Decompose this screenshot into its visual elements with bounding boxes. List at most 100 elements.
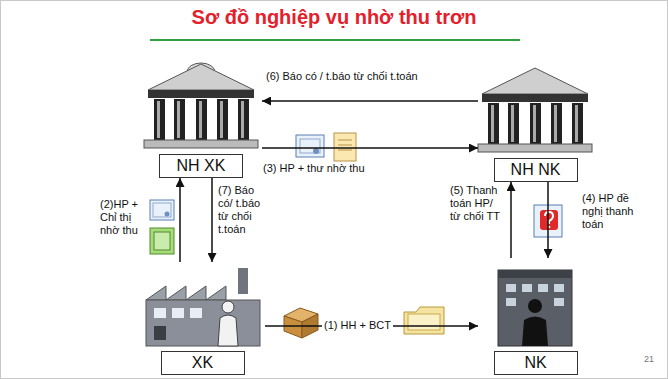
collection-letter <box>338 150 352 151</box>
factory-icon <box>218 315 238 346</box>
document-folder <box>404 307 444 334</box>
step-label: (2)HP + Chỉ thị nhờ thu <box>100 198 148 237</box>
flow-arrow <box>262 147 478 149</box>
node-label-box: NH XK <box>159 154 243 178</box>
bank-icon <box>174 99 185 140</box>
factory-icon <box>146 300 260 346</box>
bank-icon <box>154 99 165 140</box>
document-folder <box>404 307 444 334</box>
bank-icon <box>196 99 207 140</box>
flow-arrow <box>262 100 478 102</box>
office-icon <box>528 299 542 313</box>
bill-document <box>313 148 319 154</box>
bank-icon <box>157 101 160 138</box>
bank-icon <box>488 103 499 144</box>
bill-document <box>296 135 324 157</box>
party-node: NH XK <box>140 58 262 178</box>
bank-icon <box>530 103 541 144</box>
node-label: XK <box>192 355 213 371</box>
flow-arrow <box>510 182 512 258</box>
document-folder <box>408 314 440 330</box>
office-icon <box>522 317 548 347</box>
bank-icon <box>144 140 258 148</box>
bill-document <box>150 200 174 220</box>
office-icon <box>498 270 572 346</box>
collection-letter <box>334 133 356 161</box>
bank-icon <box>148 90 254 98</box>
step-label: (7) Báo có/ t.báo từ chối t.toán <box>218 184 268 236</box>
step-label: (3) HP + thư nhờ thu <box>263 162 365 175</box>
node-label: NH NK <box>511 162 561 178</box>
slide-frame <box>150 39 520 41</box>
bank-icon <box>148 64 254 90</box>
bank-icon <box>217 99 228 140</box>
flow-arrow <box>547 182 549 258</box>
goods-package <box>284 316 302 338</box>
goods-package <box>284 308 318 338</box>
office-icon <box>506 284 516 292</box>
office-icon <box>522 284 532 292</box>
flow-arrow <box>211 178 213 262</box>
collection-letter <box>338 145 352 146</box>
bank-icon <box>478 68 592 152</box>
factory-icon <box>238 268 248 294</box>
collection-instruction <box>154 232 170 250</box>
step-label: (4) HP đề nghị thanh toán <box>582 192 646 231</box>
office-icon <box>498 270 572 278</box>
node-label: NH XK <box>177 158 226 174</box>
factory-icon <box>146 286 226 300</box>
bank-icon <box>199 101 202 138</box>
bill-document <box>165 212 170 217</box>
payment-request-document <box>540 210 558 230</box>
bank-icon <box>238 99 249 140</box>
node-label-box: NH NK <box>494 158 578 182</box>
collection-letter <box>334 133 356 161</box>
bank-icon <box>144 63 258 148</box>
step-label: (6) Báo có / t.báo từ chối t.toán <box>266 70 438 83</box>
collection-instruction <box>150 228 174 254</box>
bank-icon <box>554 105 557 142</box>
node-label-box: XK <box>161 351 245 375</box>
party-node: XK <box>140 262 265 375</box>
bank-icon <box>482 94 588 102</box>
page-number: 21 <box>644 354 654 364</box>
bank-icon <box>478 144 592 152</box>
factory-icon <box>172 308 184 318</box>
node-label: NK <box>524 355 546 371</box>
bank-icon <box>220 101 223 138</box>
bill-document <box>150 200 174 220</box>
party-node: NH NK <box>478 62 593 182</box>
step-label: (5) Thanh toán HP/ từ chối TT <box>450 184 506 223</box>
factory-icon <box>190 308 202 318</box>
bank-icon <box>482 68 588 94</box>
diagram-title: Sơ đồ nghiệp vụ nhờ thu trơn <box>0 6 668 29</box>
bank-icon <box>241 101 244 138</box>
bill-document <box>153 203 171 217</box>
bank-icon <box>572 103 583 144</box>
bank-icon <box>511 105 514 142</box>
factory-icon <box>222 301 234 313</box>
bank-icon <box>508 103 519 144</box>
office-icon <box>498 270 572 346</box>
party-node: NK <box>478 258 593 375</box>
factory-icon <box>154 326 166 340</box>
bill-document <box>296 135 324 157</box>
payment-request-document <box>545 212 553 224</box>
bank-icon <box>491 105 494 142</box>
bank-icon <box>575 105 578 142</box>
step-label: (1) HH + BCT <box>322 319 393 332</box>
node-label-box: NK <box>494 351 578 375</box>
office-icon <box>506 298 516 306</box>
factory-icon <box>154 308 166 318</box>
bill-document <box>300 139 320 153</box>
bank-icon <box>551 103 562 144</box>
collection-instruction <box>150 228 174 254</box>
office-icon <box>538 284 548 292</box>
office-icon <box>554 298 564 306</box>
office-icon <box>554 284 564 292</box>
bank-icon <box>533 105 536 142</box>
collection-letter <box>338 140 352 141</box>
